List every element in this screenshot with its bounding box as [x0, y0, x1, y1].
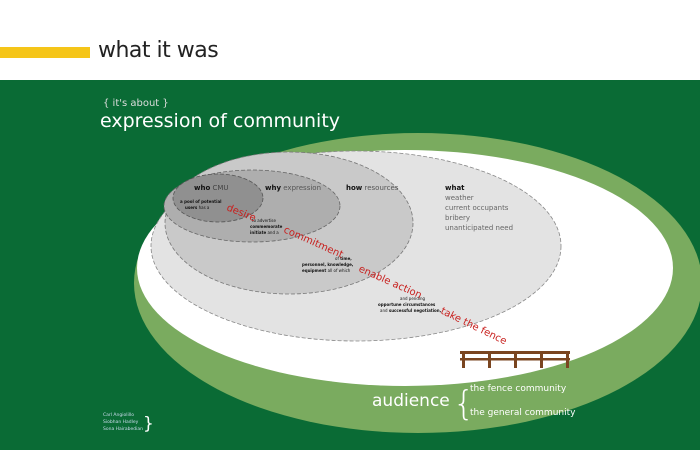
who-heading: who CMU: [194, 184, 229, 192]
why-note: initiate and a: [250, 230, 279, 235]
eyebrow-text: { it's about }: [103, 98, 169, 109]
credit-name: Carl Angiolillo: [103, 412, 134, 418]
why-value: expression: [283, 184, 321, 192]
who-note: users has a: [185, 205, 210, 210]
audience-label: audience: [372, 391, 450, 411]
how-value: resources: [365, 184, 399, 192]
audience-brace: {: [453, 384, 475, 424]
who-label: who: [194, 184, 210, 192]
how-heading: how resources: [346, 184, 399, 192]
credits-brace: }: [143, 414, 154, 434]
what-note: and successful negotiation,: [380, 308, 442, 313]
what-note: and pending: [400, 296, 426, 301]
how-note: personnel, knowledge,: [302, 262, 354, 267]
what-item: bribery: [445, 214, 470, 222]
audience-item: the fence community: [470, 384, 567, 394]
what-label: what: [445, 184, 465, 192]
panel-heading: expression of community: [100, 110, 340, 132]
who-note: a pool of potential: [180, 199, 222, 204]
who-value: CMU: [213, 184, 229, 192]
what-item: unanticipated need: [445, 224, 513, 232]
why-note: commemorate: [250, 224, 283, 229]
how-label: how: [346, 184, 363, 192]
what-note: opportune circumstances: [378, 302, 436, 307]
why-label: why: [265, 184, 281, 192]
who-ellipse: [172, 173, 264, 223]
credit-name: Sona Hairabedian: [103, 426, 143, 432]
why-heading: why expression: [265, 184, 321, 192]
audience-item: the general community: [470, 408, 576, 418]
why-note: to advertise: [252, 218, 277, 223]
accent-bar: [0, 47, 90, 58]
fence-icon: [460, 351, 570, 368]
credit-name: Siobhan Hadley: [103, 419, 139, 425]
how-note: equipment all of which: [302, 268, 351, 273]
what-item: current occupants: [445, 204, 509, 212]
how-note: of time,: [335, 256, 352, 261]
what-item: weather: [445, 194, 474, 202]
page-title: what it was: [98, 38, 219, 63]
